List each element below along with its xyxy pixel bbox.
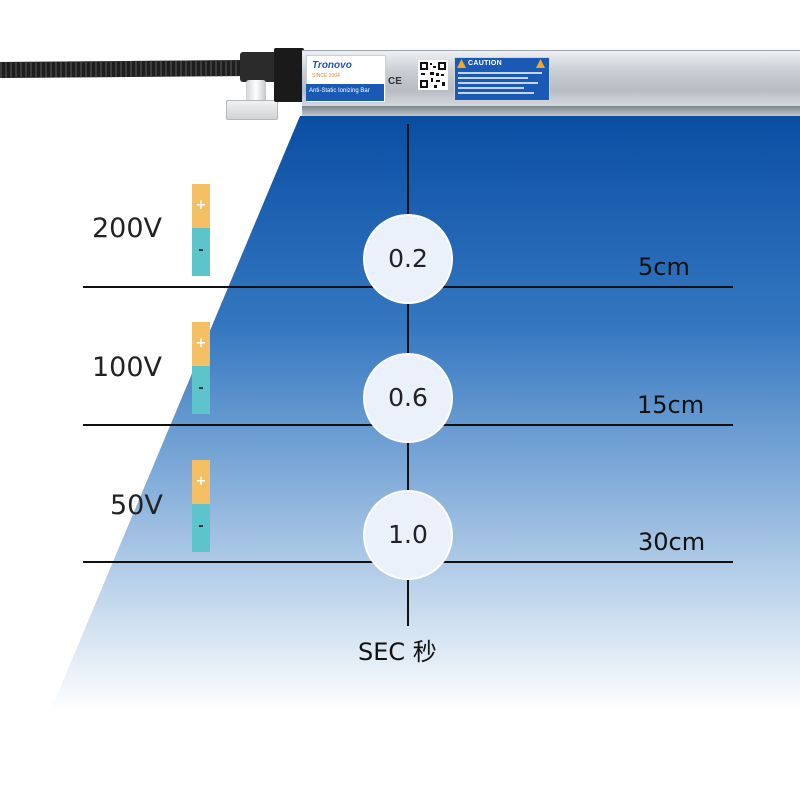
positive-charge-block: + xyxy=(192,184,210,228)
air-fitting-body xyxy=(246,80,266,106)
bar-end-cap xyxy=(274,48,304,102)
caution-text-line xyxy=(458,82,538,84)
decay-time-value: 1.0 xyxy=(388,520,428,549)
charge-indicator: + - xyxy=(192,184,210,276)
time-circle-0 xyxy=(363,214,453,304)
caution-text-line xyxy=(458,92,534,94)
warning-icon xyxy=(536,59,545,68)
charge-indicator: + - xyxy=(192,460,210,552)
negative-charge-block: - xyxy=(192,504,210,552)
charge-indicator: + - xyxy=(192,322,210,414)
distance-label-15cm: 15cm xyxy=(637,391,705,419)
brand-name: Tronovo xyxy=(312,60,352,71)
positive-charge-block: + xyxy=(192,322,210,366)
voltage-label-50v: 50V xyxy=(110,490,163,521)
negative-charge-block: - xyxy=(192,228,210,276)
qr-code-icon xyxy=(418,60,448,90)
air-fitting xyxy=(226,100,278,120)
decay-time-value: 0.6 xyxy=(388,383,428,412)
caution-text-line xyxy=(458,77,528,79)
brand-since: SINCE 2004 xyxy=(312,73,340,79)
product-name: Anti-Static Ionizing Bar xyxy=(309,88,370,94)
warning-icon xyxy=(457,59,466,68)
ce-mark: CE xyxy=(388,76,402,87)
decay-time-value: 0.2 xyxy=(388,244,428,273)
distance-label-5cm: 5cm xyxy=(638,253,690,281)
time-circle-1 xyxy=(363,353,453,443)
caution-title: CAUTION xyxy=(468,60,502,67)
voltage-label-200v: 200V xyxy=(92,213,163,244)
cable-sleeve xyxy=(240,52,278,82)
distance-label-30cm: 30cm xyxy=(638,528,706,556)
time-circle-2 xyxy=(363,490,453,580)
ionizing-bar-emitter-edge xyxy=(302,106,800,116)
voltage-label-100v: 100V xyxy=(92,352,163,383)
caution-text-line xyxy=(458,87,524,89)
negative-charge-block: - xyxy=(192,366,210,414)
caution-text-line xyxy=(458,72,542,74)
positive-charge-block: + xyxy=(192,460,210,504)
time-axis-label: SEC 秒 xyxy=(358,638,437,666)
product-label xyxy=(306,84,384,101)
